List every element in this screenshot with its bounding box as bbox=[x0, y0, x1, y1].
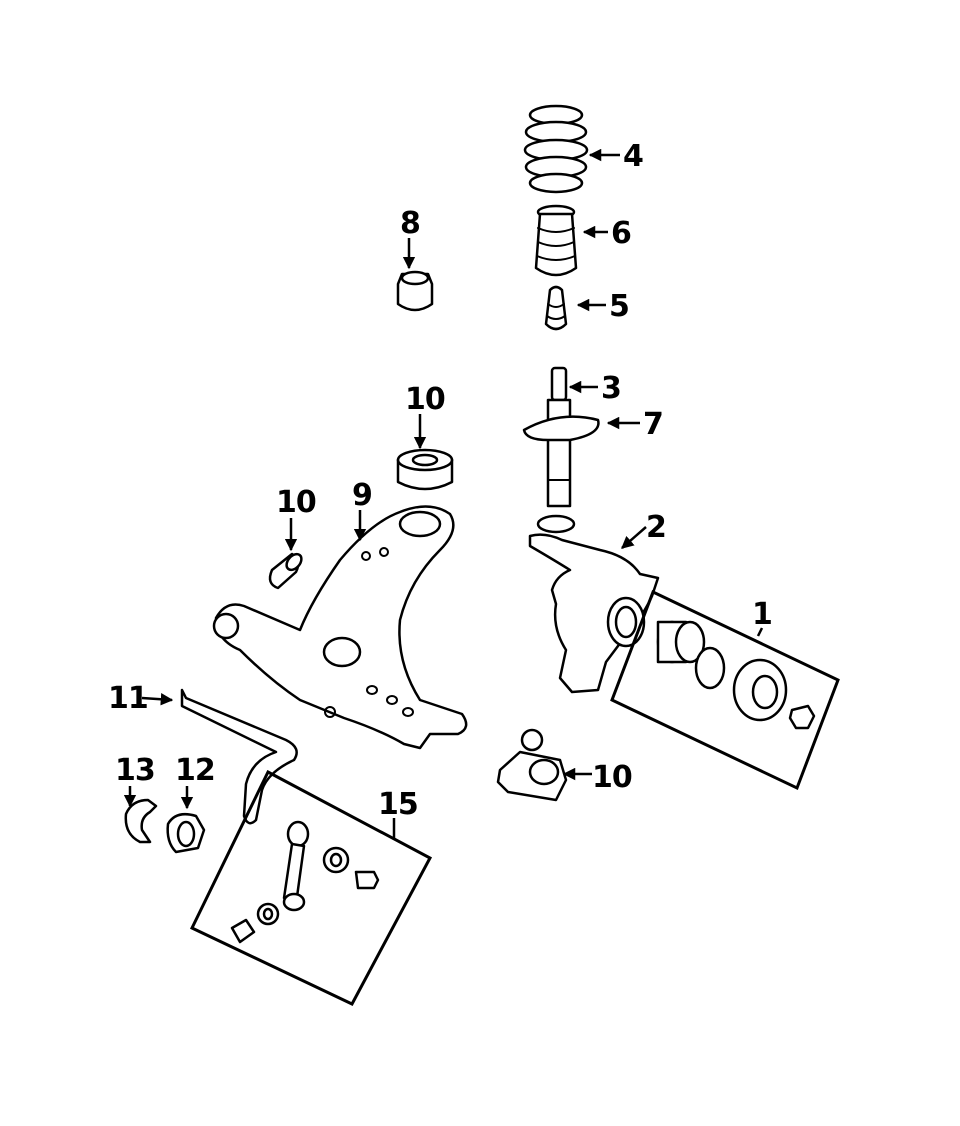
callout-13: 12 bbox=[175, 753, 216, 810]
coil-spring[interactable] bbox=[523, 104, 589, 194]
stabilizer-link-kit[interactable] bbox=[189, 769, 433, 1006]
callout-8-label: 8 bbox=[400, 206, 420, 241]
callout-7-label: 7 bbox=[643, 407, 663, 442]
callout-7: 7 bbox=[606, 407, 664, 442]
callout-2-label: 2 bbox=[646, 510, 666, 545]
callout-9-label: 9 bbox=[352, 478, 372, 513]
callout-1: 1 bbox=[752, 597, 773, 637]
callout-11-label: 10 bbox=[592, 760, 632, 795]
callout-14-label: 13 bbox=[115, 753, 155, 788]
stabilizer-bushing[interactable] bbox=[166, 813, 206, 854]
bump-stop[interactable] bbox=[544, 285, 568, 331]
callout-3: 3 bbox=[568, 371, 622, 406]
lower-control-arm[interactable] bbox=[212, 505, 468, 750]
callout-13-label: 12 bbox=[175, 753, 215, 788]
callout-10-top: 10 bbox=[405, 382, 446, 450]
callout-15: 15 bbox=[378, 787, 419, 840]
stabilizer-bar[interactable] bbox=[180, 688, 298, 825]
callout-8: 8 bbox=[400, 206, 421, 270]
callout-4-label: 4 bbox=[623, 139, 643, 174]
callout-14: 13 bbox=[115, 753, 156, 808]
callout-11: 10 bbox=[562, 760, 633, 795]
callout-2: 2 bbox=[621, 510, 667, 549]
callout-4: 4 bbox=[588, 139, 644, 174]
ball-joint[interactable] bbox=[496, 728, 568, 802]
callout-10-top-label: 10 bbox=[405, 382, 445, 417]
callout-15-label: 15 bbox=[378, 787, 418, 822]
stabilizer-bracket[interactable] bbox=[124, 798, 158, 844]
callout-6-label: 6 bbox=[611, 216, 631, 251]
callout-10-left-label: 10 bbox=[276, 485, 316, 520]
callout-10-left: 10 bbox=[276, 485, 317, 552]
callout-3-label: 3 bbox=[601, 371, 621, 406]
callout-9: 9 bbox=[352, 478, 373, 542]
control-arm-bushing-front[interactable] bbox=[268, 551, 304, 590]
steering-knuckle[interactable] bbox=[528, 514, 660, 694]
spring-seat[interactable] bbox=[522, 415, 600, 442]
callout-1-label: 1 bbox=[752, 597, 772, 632]
callout-5-label: 5 bbox=[609, 289, 629, 324]
bushing-8[interactable] bbox=[396, 270, 434, 312]
hub-bearing-group[interactable] bbox=[610, 589, 840, 791]
callout-12-label: 11 bbox=[108, 681, 148, 716]
control-arm-bushing-rear[interactable] bbox=[396, 448, 454, 491]
callout-5: 5 bbox=[576, 289, 630, 324]
callout-6: 6 bbox=[582, 216, 632, 251]
callout-12: 11 bbox=[108, 681, 174, 716]
dust-boot[interactable] bbox=[534, 204, 578, 277]
